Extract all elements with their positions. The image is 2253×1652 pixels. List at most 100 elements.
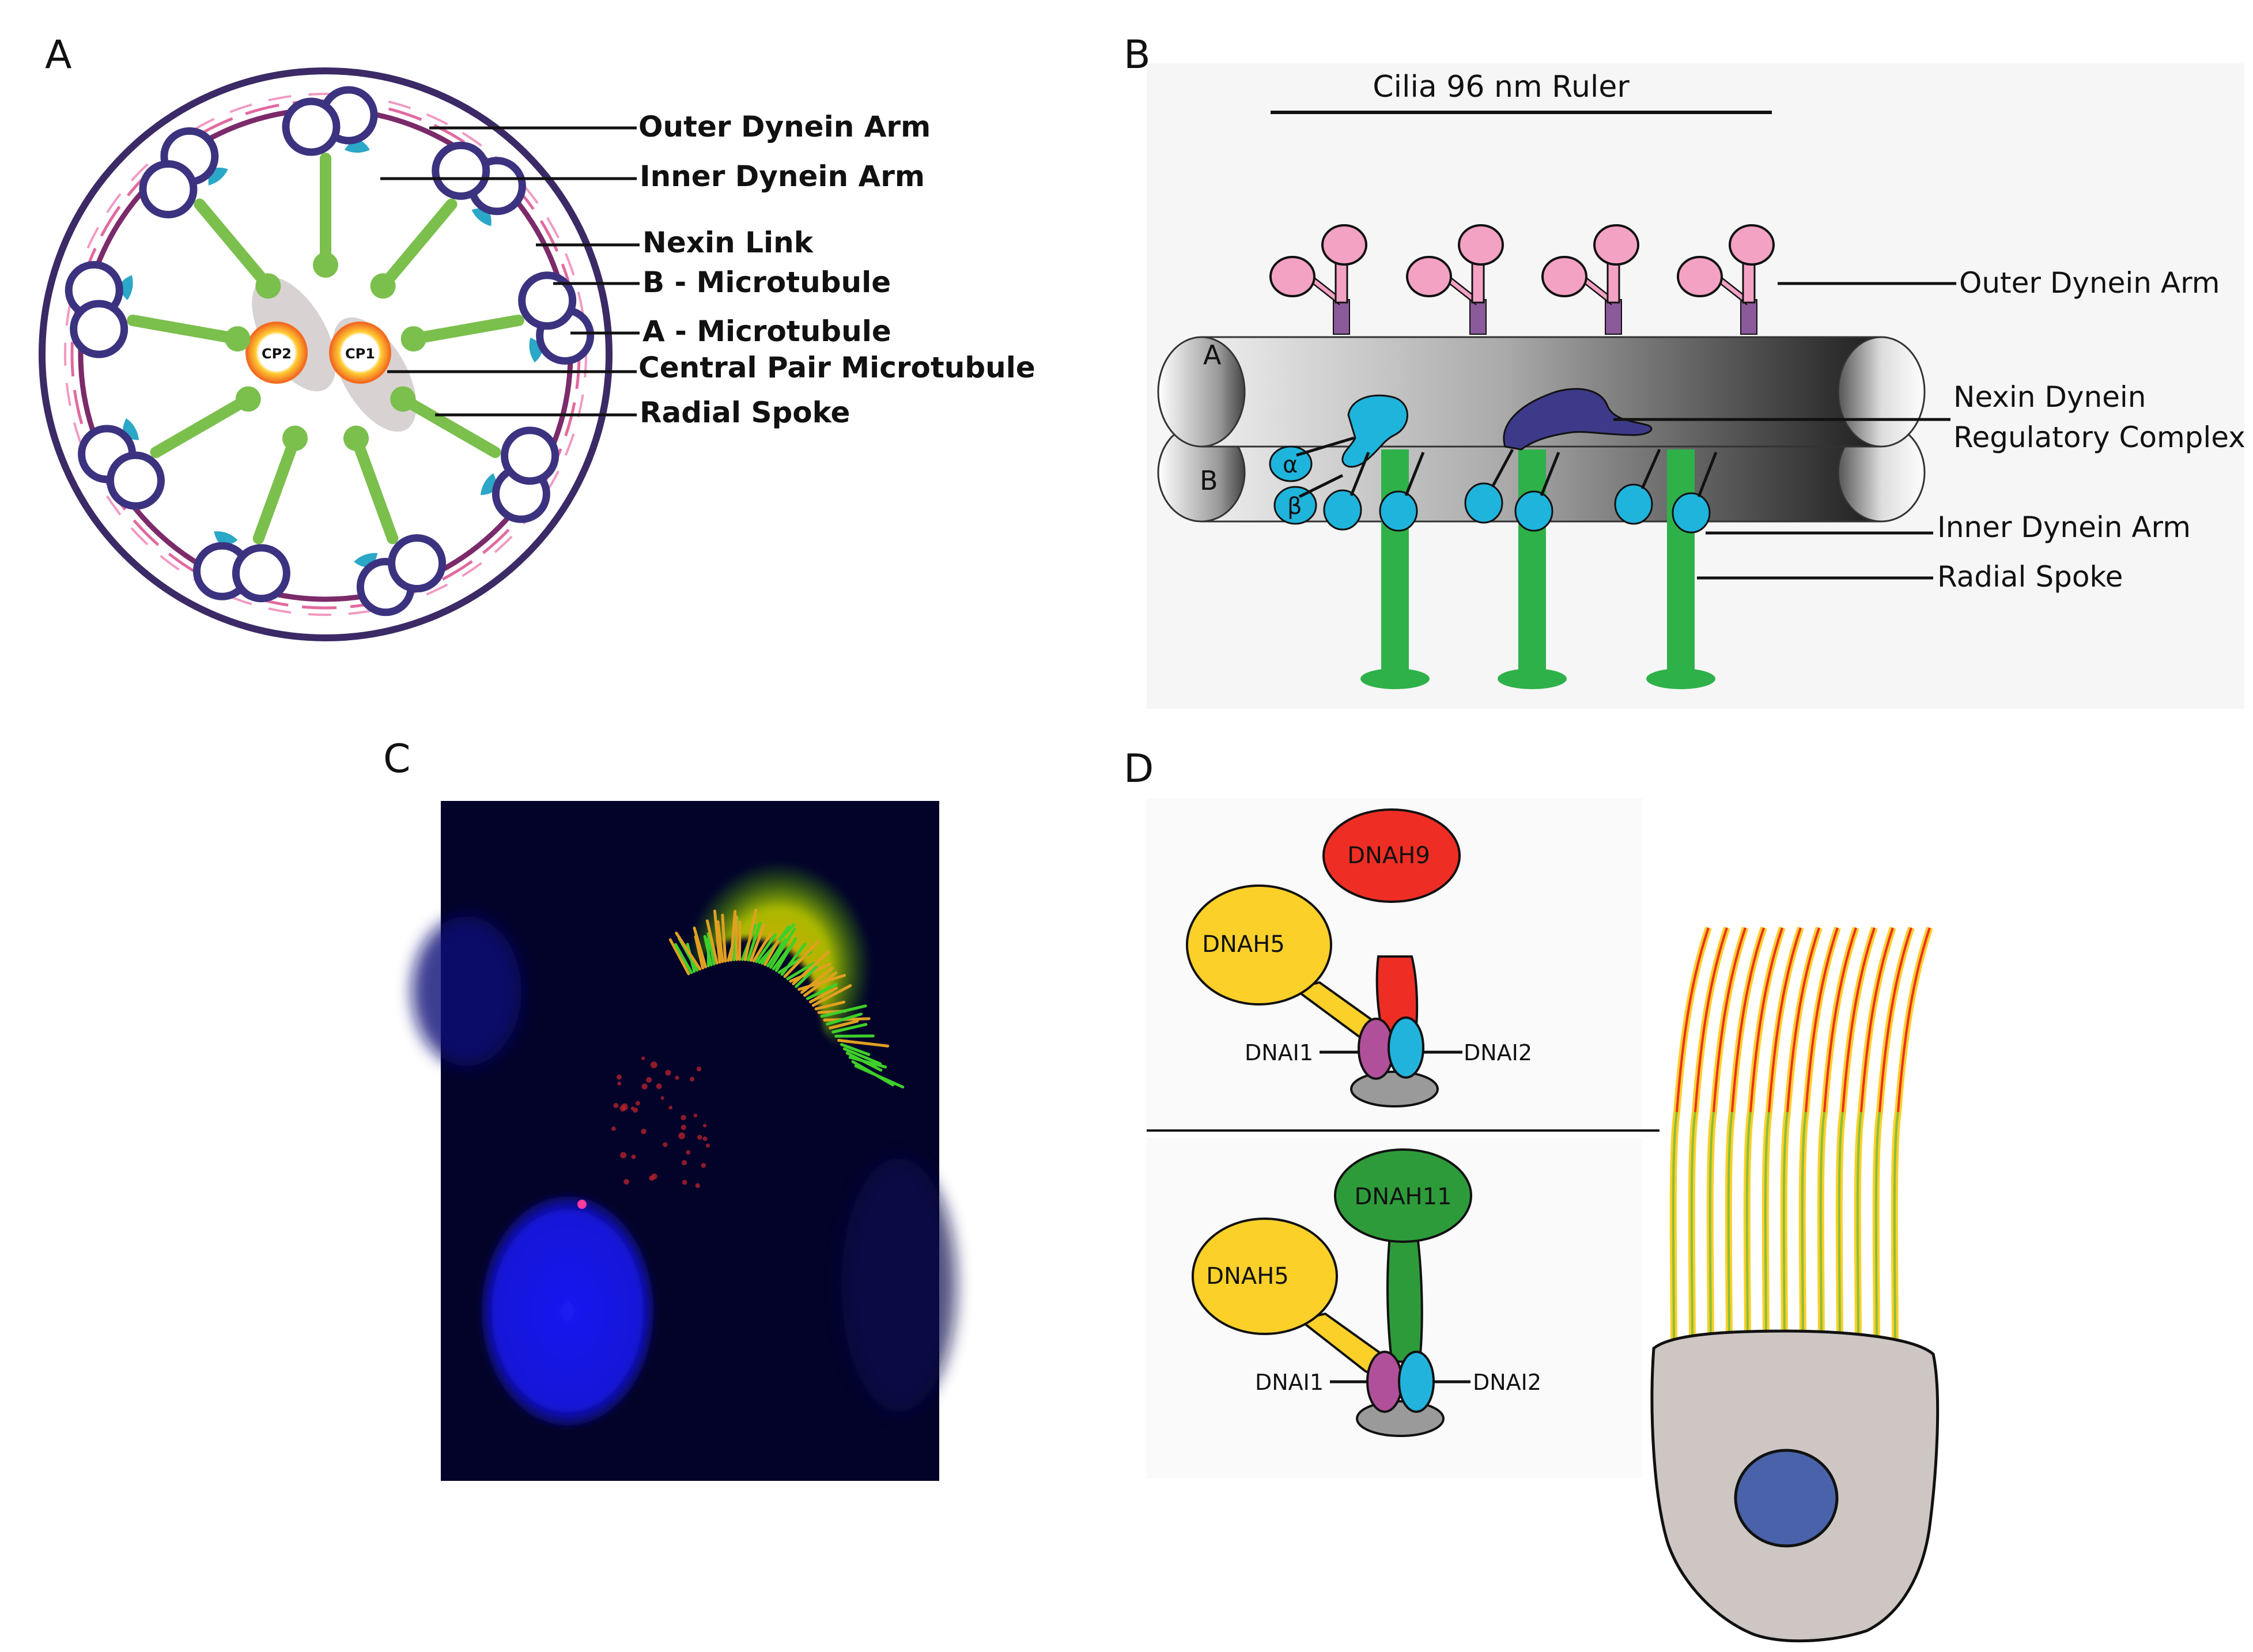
red-speck bbox=[663, 1142, 668, 1147]
cp2-microtubule bbox=[245, 322, 308, 384]
cilium-proximal-core bbox=[1819, 1112, 1825, 1352]
radial-spoke bbox=[252, 432, 301, 545]
cilium-strand bbox=[735, 915, 739, 961]
cytoplasm-red-signal bbox=[611, 1056, 710, 1188]
cilium-distal-core bbox=[1823, 927, 1857, 1113]
spoke-head bbox=[390, 386, 416, 412]
cilium-proximal-core bbox=[1782, 1112, 1789, 1352]
label-a-microtubule-a: A - Microtubule bbox=[642, 315, 891, 348]
a-microtubule bbox=[232, 544, 290, 603]
cilium-proximal-core bbox=[1801, 1112, 1807, 1352]
cilium-proximal-core bbox=[1708, 1112, 1715, 1352]
cilium-strand bbox=[749, 924, 766, 962]
red-speck bbox=[613, 1103, 619, 1108]
cilium-proximal-core bbox=[1893, 1112, 1899, 1352]
cilium-proximal-core bbox=[1874, 1112, 1881, 1352]
oda-base bbox=[1469, 299, 1487, 335]
radial-spoke bbox=[377, 198, 458, 292]
red-speck bbox=[641, 1083, 648, 1090]
oda-head bbox=[1406, 256, 1452, 297]
dnah5-label-lower: DNAH5 bbox=[1206, 1263, 1289, 1290]
dnah11-label: DNAH11 bbox=[1354, 1184, 1451, 1210]
dnai2-upper bbox=[1388, 1016, 1424, 1079]
ndrc-complex bbox=[1503, 388, 1653, 451]
oda-complex-lower: DNAH11 DNAH5 DNAI1 DNAI2 bbox=[1192, 1148, 1541, 1437]
red-speck bbox=[617, 1074, 622, 1080]
label-b-microtubule-a: B - Microtubule bbox=[642, 266, 891, 299]
ida-stalks-b bbox=[1296, 436, 1718, 498]
cilium-strand bbox=[703, 935, 713, 967]
cp2-label: CP2 bbox=[262, 346, 292, 362]
dnah5-head-lower bbox=[1192, 1218, 1338, 1335]
cilium-distal-core bbox=[1749, 927, 1783, 1113]
cp1-microtubule bbox=[329, 322, 391, 384]
label-nexin-link-a: Nexin Link bbox=[642, 226, 814, 259]
red-speck bbox=[705, 1143, 710, 1148]
dnai2-lower bbox=[1398, 1351, 1435, 1413]
cilium-distal-core bbox=[1731, 927, 1765, 1113]
spoke-head bbox=[235, 386, 261, 412]
cilium-strand bbox=[729, 910, 737, 962]
ciliated-cell-nucleus bbox=[1734, 1449, 1839, 1548]
cilium-strand bbox=[826, 1012, 863, 1026]
label-ndrc-line1-b: Nexin Dynein bbox=[1953, 380, 2146, 414]
red-speck bbox=[660, 1096, 664, 1100]
cilium-distal-core bbox=[1805, 927, 1839, 1113]
panel-letter-a: A bbox=[45, 32, 72, 78]
dnai2-label-lower: DNAI2 bbox=[1473, 1370, 1541, 1395]
cilium-strand bbox=[808, 986, 838, 1004]
cilium-proximal-core bbox=[1745, 1112, 1752, 1352]
oda-base bbox=[1740, 299, 1757, 335]
radial-spoke bbox=[194, 198, 274, 292]
red-speck bbox=[697, 1135, 702, 1140]
label-radial-spoke-a: Radial Spoke bbox=[640, 396, 850, 429]
cilium-strand bbox=[763, 940, 780, 966]
cilium-strand bbox=[803, 971, 838, 997]
red-speck bbox=[649, 1175, 655, 1181]
label-radial-spoke-b: Radial Spoke bbox=[1937, 560, 2123, 593]
oda-head bbox=[1269, 256, 1315, 297]
cilium-strand bbox=[752, 932, 772, 963]
red-speck bbox=[631, 1154, 636, 1159]
oda-head bbox=[1321, 224, 1367, 266]
red-speck bbox=[656, 1083, 662, 1090]
cilium-distal-core bbox=[1713, 927, 1747, 1113]
cilia-strands bbox=[668, 909, 905, 1089]
cilium-strand bbox=[675, 931, 702, 971]
axoneme-membrane bbox=[39, 67, 613, 641]
cilium-strand bbox=[668, 938, 690, 976]
dnai2-label-upper: DNAI2 bbox=[1464, 1040, 1532, 1065]
oda-head bbox=[1593, 224, 1639, 266]
dnah5-label-upper: DNAH5 bbox=[1202, 931, 1285, 958]
cilium-proximal-core bbox=[1838, 1112, 1844, 1352]
a-microtubule bbox=[501, 426, 560, 485]
cilium-strand bbox=[674, 943, 693, 974]
cilium-strand bbox=[774, 937, 797, 972]
spoke-head bbox=[343, 425, 369, 451]
ida-i1-complex bbox=[1341, 394, 1408, 468]
red-speck bbox=[703, 1124, 707, 1128]
red-speck bbox=[682, 1160, 687, 1166]
red-speck bbox=[696, 1066, 702, 1072]
cilium-strand bbox=[716, 920, 724, 963]
cilium-proximal-core bbox=[1690, 1112, 1696, 1352]
alpha-label: α bbox=[1283, 452, 1298, 478]
cilium-strand bbox=[783, 939, 821, 978]
cilium-distal-core bbox=[1786, 927, 1820, 1113]
a-microtubule bbox=[518, 271, 577, 330]
oda-complex-upper: DNAH9 DNAH5 DNAI1 DNAI2 bbox=[1186, 808, 1532, 1107]
cilium-strand bbox=[755, 933, 777, 963]
a-microtubule bbox=[106, 451, 165, 510]
spoke-head bbox=[313, 252, 338, 278]
tubule-b-label: B bbox=[1200, 465, 1218, 496]
a-microtubule bbox=[70, 300, 128, 358]
red-speck bbox=[620, 1152, 627, 1159]
cilium-strand bbox=[706, 932, 716, 966]
radial-spoke bbox=[397, 393, 501, 458]
red-speck bbox=[675, 1075, 679, 1080]
cilium-strand bbox=[780, 942, 807, 976]
cilium-distal-core bbox=[1768, 927, 1802, 1113]
red-speck bbox=[693, 1113, 698, 1118]
label-inner-dynein-arm-a: Inner Dynein Arm bbox=[640, 160, 925, 193]
cilium-strand bbox=[786, 962, 815, 981]
